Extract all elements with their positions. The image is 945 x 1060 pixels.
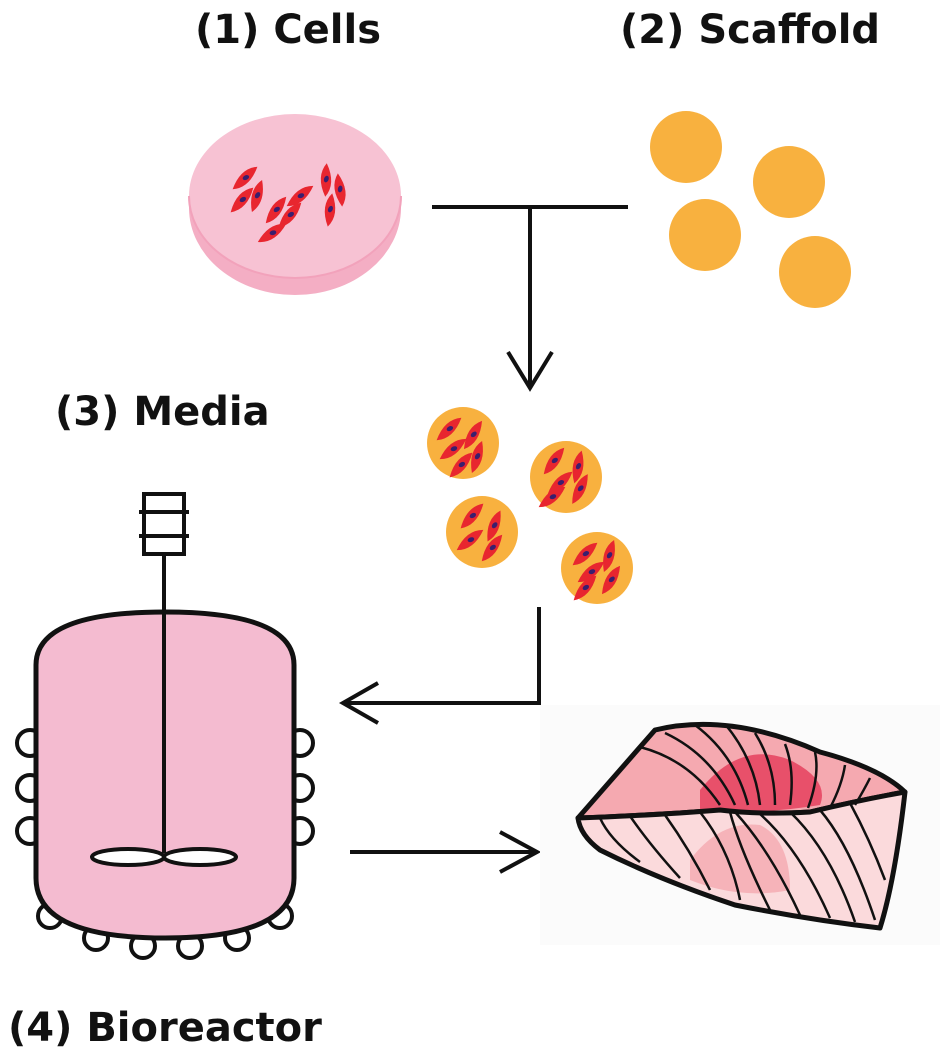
bioreactor-icon bbox=[15, 492, 315, 960]
merge-arrow bbox=[432, 205, 628, 392]
media-label: (3) Media bbox=[55, 389, 270, 435]
cells-label: (1) Cells bbox=[195, 7, 382, 53]
scaffold-label: (2) Scaffold bbox=[620, 7, 881, 53]
cultured-meat-icon bbox=[540, 705, 940, 945]
bioreactor-label: (4) Bioreactor bbox=[8, 1005, 322, 1051]
petri-dish-icon bbox=[188, 114, 402, 295]
scaffold-bead-icon bbox=[650, 111, 851, 308]
to-meat-arrow bbox=[350, 830, 542, 874]
cell-seeded-bead-icon bbox=[427, 407, 633, 604]
to-bioreactor-arrow bbox=[338, 607, 541, 725]
